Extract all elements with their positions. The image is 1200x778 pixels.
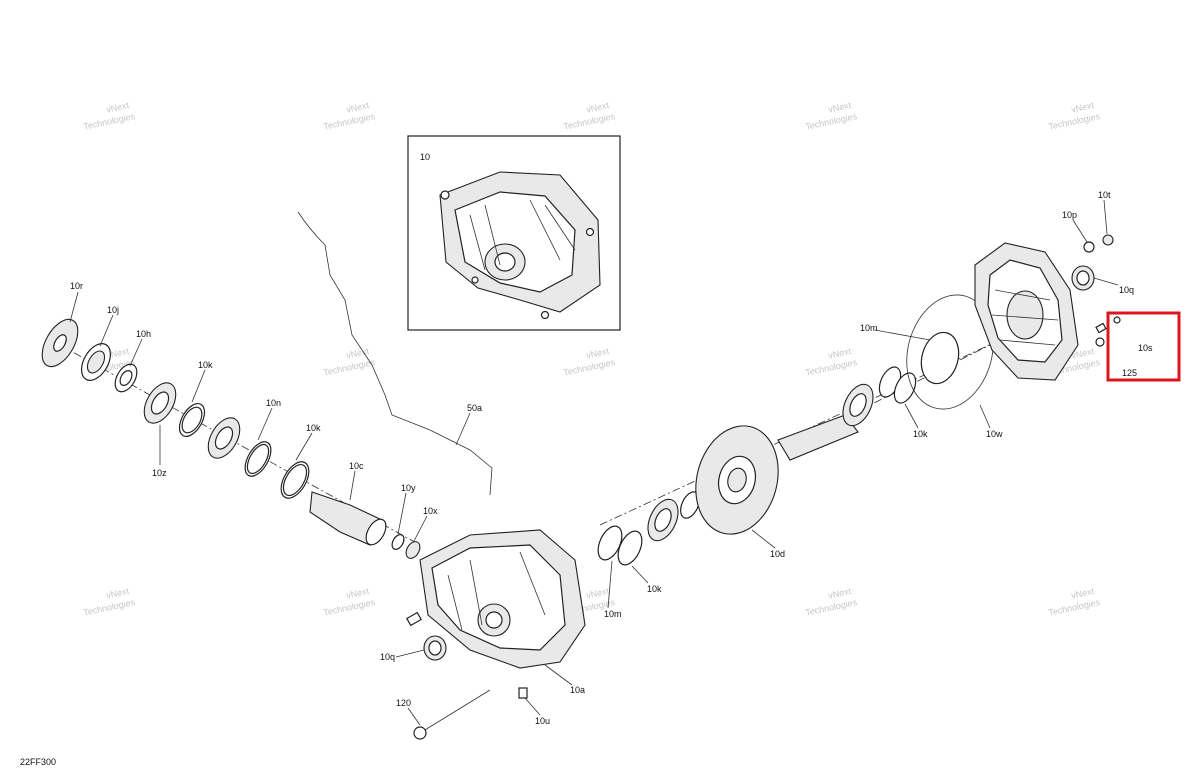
callout-10z: 10z	[152, 468, 167, 478]
callout-10c: 10c	[349, 461, 364, 471]
hose-50a	[297, 211, 493, 496]
watermark-line1: vNext	[345, 100, 370, 115]
callout-10k-left: 10k	[198, 360, 213, 370]
ring-gear-components	[597, 294, 994, 566]
leader-lines	[69, 199, 1119, 726]
watermark-line1: vNext	[827, 100, 852, 115]
watermark-line1: vNext	[827, 346, 852, 361]
gearbox-assembled	[439, 171, 601, 320]
callout-50a: 50a	[467, 403, 482, 413]
watermark-line1: vNext	[345, 586, 370, 601]
watermark-line1: vNext	[585, 586, 610, 601]
callout-125: 125	[1122, 368, 1137, 378]
callout-10m-top: 10m	[860, 323, 878, 333]
callout-10k-mid: 10k	[306, 423, 321, 433]
watermark-line1: vNext	[1070, 100, 1095, 115]
highlight-box	[1106, 311, 1181, 382]
callout-10k-bottom: 10k	[647, 584, 662, 594]
figure-code: 22FF300	[20, 757, 56, 767]
callout-120: 120	[396, 698, 411, 708]
watermark-line1: vNext	[105, 100, 130, 115]
watermark-line1: vNext	[105, 346, 130, 361]
watermark-line1: vNext	[1070, 346, 1095, 361]
callout-10h: 10h	[136, 329, 151, 339]
callout-10u: 10u	[535, 716, 550, 726]
callout-10q-bottom: 10q	[380, 652, 395, 662]
assembly-axis-lines	[59, 339, 1001, 546]
callout-10q-top: 10q	[1119, 285, 1134, 295]
watermark-line1: vNext	[105, 586, 130, 601]
callout-10d: 10d	[770, 549, 785, 559]
watermark-line1: vNext	[345, 346, 370, 361]
callout-10j: 10j	[107, 305, 119, 315]
callout-10p: 10p	[1062, 210, 1077, 220]
callout-10w: 10w	[986, 429, 1003, 439]
callout-10n: 10n	[266, 398, 281, 408]
cover-assembly	[974, 234, 1121, 381]
inset-label: 10	[420, 152, 430, 162]
watermark-line1: vNext	[1070, 586, 1095, 601]
callout-10t: 10t	[1098, 190, 1111, 200]
housing-10a	[405, 529, 586, 740]
watermark-line1: vNext	[585, 346, 610, 361]
callout-10k-right: 10k	[913, 429, 928, 439]
callout-10s: 10s	[1138, 343, 1153, 353]
inset-box: 10	[407, 135, 621, 331]
watermark-line1: vNext	[827, 586, 852, 601]
callout-10r: 10r	[70, 281, 83, 291]
watermark-line1: vNext	[585, 100, 610, 115]
callout-10a: 10a	[570, 685, 585, 695]
left-components	[41, 318, 421, 559]
callout-10x: 10x	[423, 506, 438, 516]
callout-10y: 10y	[401, 483, 416, 493]
callout-labels: 10r 10j 10h 10k 10z 10n 10k 10c 10y 10x …	[70, 190, 1153, 726]
callout-10m-bottom: 10m	[604, 609, 622, 619]
